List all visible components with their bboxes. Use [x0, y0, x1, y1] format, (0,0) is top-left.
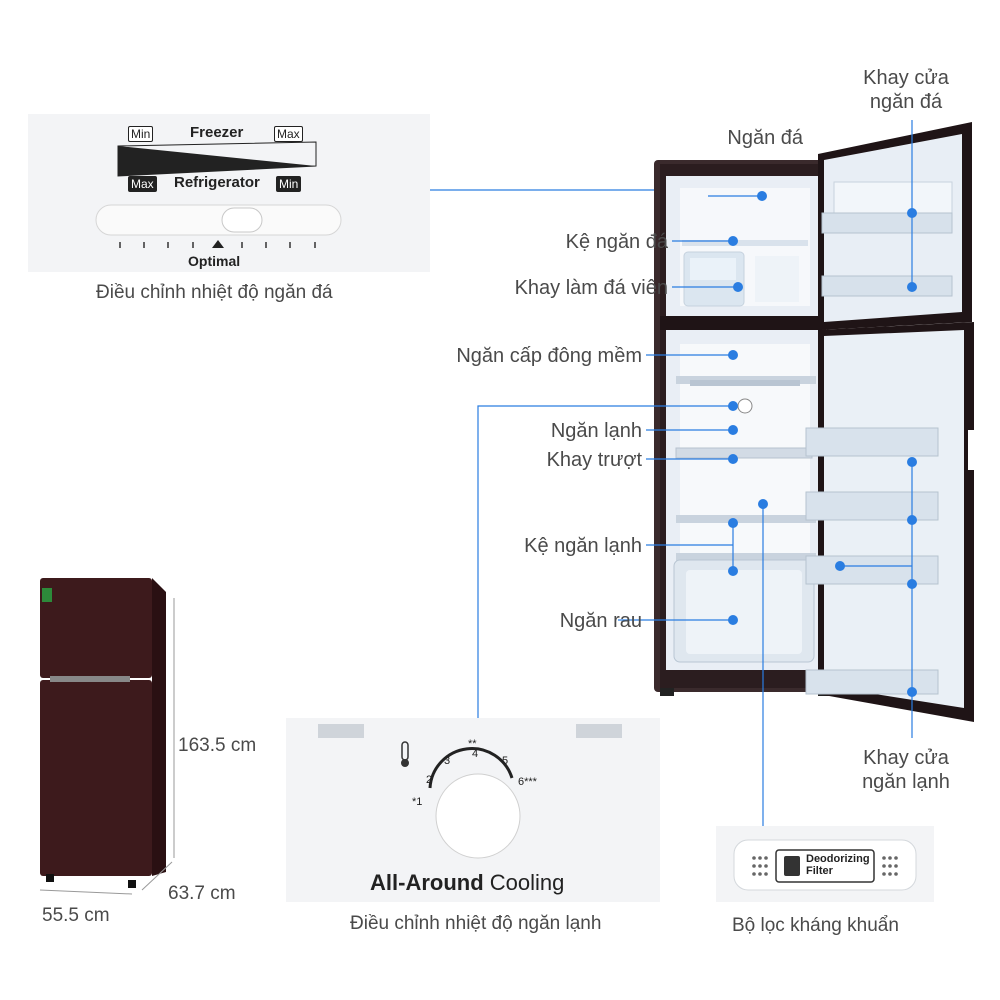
dial-mark-6: 6***: [518, 776, 537, 788]
dimension-width: 55.5 cm: [42, 905, 110, 926]
callout-freezer-door-line2: ngăn đá: [869, 91, 943, 113]
filter-text: Deodorizing Filter: [806, 853, 870, 877]
filter-text-line1: Deodorizing: [806, 853, 870, 865]
callout-freezer: Ngăn đá: [727, 127, 803, 149]
cooling-dial-knob[interactable]: [435, 773, 521, 859]
callout-fridge-door-line1: Khay cửa: [863, 747, 949, 769]
callout-fridge-shelf: Kệ ngăn lạnh: [524, 535, 642, 557]
cooling-panel-caption: Điều chỉnh nhiệt độ ngăn lạnh: [350, 913, 602, 934]
dial-mark-stars: **: [468, 738, 477, 750]
callout-vegetable: Ngăn rau: [559, 610, 642, 632]
dial-mark-4: 4: [472, 748, 479, 760]
freezer-min-label: Min: [128, 126, 154, 142]
thermometer-icon: [401, 741, 409, 767]
freezer-label: Freezer: [190, 124, 244, 141]
freezer-max-label: Max: [274, 126, 303, 142]
callout-fridge-door-line2: ngăn lạnh: [862, 771, 950, 793]
refrigerator-label: Refrigerator: [174, 174, 260, 191]
dimension-height: 163.5 cm: [178, 735, 257, 756]
open-fridge-illustration: [654, 122, 974, 722]
filter-text-line2: Filter: [806, 865, 833, 877]
dial-mark-5: 5: [502, 755, 509, 767]
refrigerator-max-label: Max: [128, 176, 157, 192]
callout-freezer-shelf: Kệ ngăn đá: [565, 231, 668, 253]
dimension-depth: 63.7 cm: [168, 883, 236, 904]
freezer-control-panel: [28, 114, 430, 272]
freezer-slider-knob[interactable]: [221, 207, 263, 233]
filter-panel-caption: Bộ lọc kháng khuẩn: [732, 915, 899, 936]
optimal-label: Optimal: [188, 253, 241, 269]
callout-freezer-door-line1: Khay cửa: [863, 67, 949, 89]
dial-arc: [428, 747, 514, 789]
callout-ice-tray: Khay làm đá viên: [514, 277, 668, 299]
callout-soft-freeze: Ngăn cấp đông mềm: [456, 345, 642, 367]
callout-fridge: Ngăn lạnh: [550, 420, 642, 442]
cooling-title-regular: Cooling: [489, 870, 565, 895]
optimal-marker-icon: [212, 240, 224, 248]
closed-fridge-illustration: [40, 578, 166, 888]
dial-mark-3: 3: [444, 755, 451, 767]
dial-mark-2: 2: [426, 774, 433, 786]
refrigerator-min-label: Min: [276, 176, 302, 192]
freezer-panel-caption: Điều chỉnh nhiệt độ ngăn đá: [96, 282, 333, 303]
dimension-lines: [39, 598, 175, 895]
filter-icon: [784, 856, 800, 876]
freezer-slider-track: [95, 204, 342, 236]
callout-sliding-tray: Khay trượt: [546, 449, 642, 471]
cooling-title: All-Around Cooling: [370, 870, 564, 896]
callout-freezer-door: Khay cửa ngăn đá: [848, 66, 964, 114]
callout-dots: [728, 191, 917, 697]
callout-fridge-door: Khay cửa ngăn lạnh: [848, 746, 964, 794]
cooling-title-bold: All-Around: [370, 870, 484, 895]
dial-mark-1: *1: [412, 796, 423, 808]
freezer-slider-ticks: [119, 242, 316, 248]
